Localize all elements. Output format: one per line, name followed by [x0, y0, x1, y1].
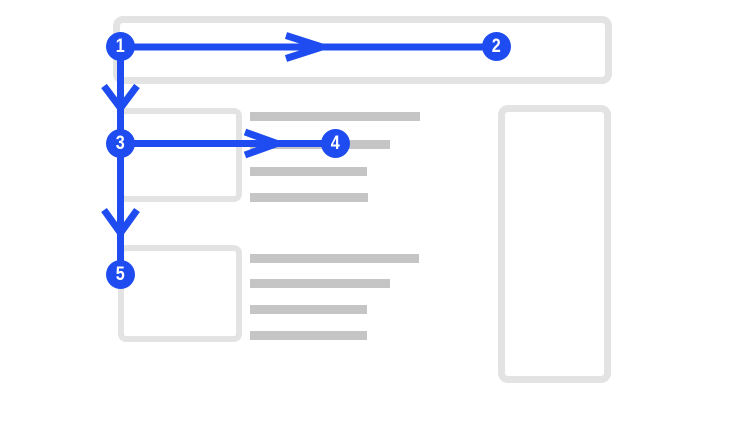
step-badge-1: 1 — [106, 32, 135, 61]
step-number: 2 — [491, 36, 501, 57]
article-2-image-placeholder — [118, 245, 242, 342]
step-number: 3 — [115, 133, 125, 154]
step-badge-4: 4 — [321, 129, 350, 158]
text-line-placeholder — [250, 279, 390, 288]
step-badge-2: 2 — [482, 32, 511, 61]
step-badge-5: 5 — [106, 260, 135, 289]
step-number: 1 — [115, 36, 125, 57]
sidebar-box-placeholder — [498, 105, 611, 383]
text-line-placeholder — [250, 305, 367, 314]
header-box-placeholder — [113, 16, 612, 84]
step-number: 4 — [330, 133, 340, 154]
text-line-placeholder — [250, 140, 390, 149]
article-1-image-placeholder — [118, 108, 242, 202]
text-line-placeholder — [250, 167, 367, 176]
text-line-placeholder — [250, 112, 420, 121]
arrow-down-icon — [101, 83, 140, 114]
text-line-placeholder — [250, 331, 367, 340]
arrow-down-icon — [101, 207, 140, 240]
text-line-placeholder — [250, 254, 419, 263]
step-number: 5 — [115, 264, 125, 285]
text-line-placeholder — [250, 193, 368, 202]
step-badge-3: 3 — [106, 129, 135, 158]
